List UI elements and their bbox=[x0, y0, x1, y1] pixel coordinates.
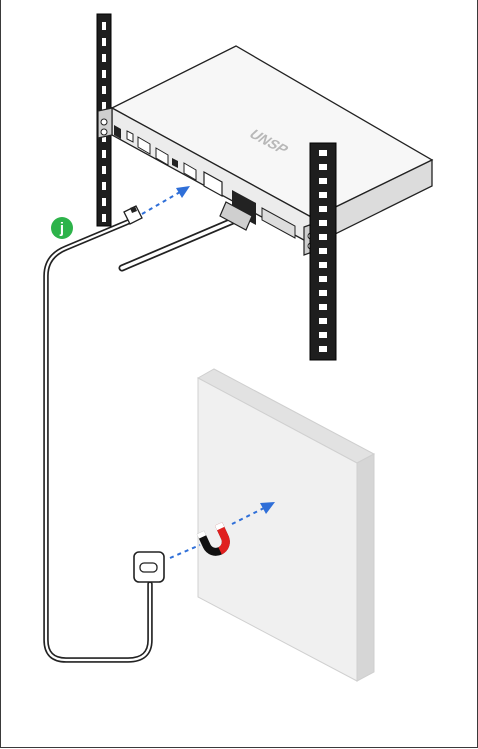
rail-hole bbox=[102, 22, 106, 30]
step-badge: j bbox=[51, 217, 73, 239]
rail-hole bbox=[319, 304, 327, 310]
rail-hole bbox=[102, 102, 106, 110]
rail-hole bbox=[319, 234, 327, 240]
rail-hole bbox=[319, 290, 327, 296]
rail-hole bbox=[102, 86, 106, 94]
rail-hole bbox=[319, 248, 327, 254]
wall-surface bbox=[196, 368, 376, 682]
rail-hole bbox=[102, 54, 106, 62]
rail-hole bbox=[319, 318, 327, 324]
ethernet-cable bbox=[43, 205, 153, 663]
rail-hole bbox=[102, 38, 106, 46]
rackmount-device: UNSP bbox=[97, 45, 434, 256]
power-cable bbox=[118, 201, 253, 272]
connect-arrow bbox=[141, 186, 190, 215]
rail-hole bbox=[102, 214, 106, 222]
rail-hole bbox=[319, 178, 327, 184]
rail-hole bbox=[102, 182, 106, 190]
uplink-port bbox=[203, 170, 223, 198]
rail-hole bbox=[319, 206, 327, 212]
magnet-icon bbox=[196, 522, 230, 556]
rail-hole bbox=[319, 262, 327, 268]
wall-front-face bbox=[197, 377, 358, 682]
mount-arrow bbox=[169, 502, 275, 559]
power-adapter bbox=[133, 551, 165, 583]
rail-hole bbox=[319, 346, 327, 352]
rail-hole bbox=[102, 150, 106, 158]
rail-hole bbox=[319, 150, 327, 156]
rj45-plug bbox=[123, 205, 143, 225]
rail-hole bbox=[102, 166, 106, 174]
rail-hole bbox=[102, 134, 106, 142]
rail-hole bbox=[319, 276, 327, 282]
rail-hole bbox=[319, 332, 327, 338]
rail-hole bbox=[102, 198, 106, 206]
power-plug bbox=[219, 201, 253, 231]
rail-hole bbox=[102, 70, 106, 78]
rack-rail-right bbox=[309, 142, 337, 361]
rail-hole bbox=[319, 192, 327, 198]
rack-rail-holes bbox=[319, 150, 327, 352]
rail-hole bbox=[319, 164, 327, 170]
step-badge-label: j bbox=[59, 220, 64, 237]
rail-hole bbox=[319, 220, 327, 226]
rack-rail-holes bbox=[102, 22, 106, 222]
